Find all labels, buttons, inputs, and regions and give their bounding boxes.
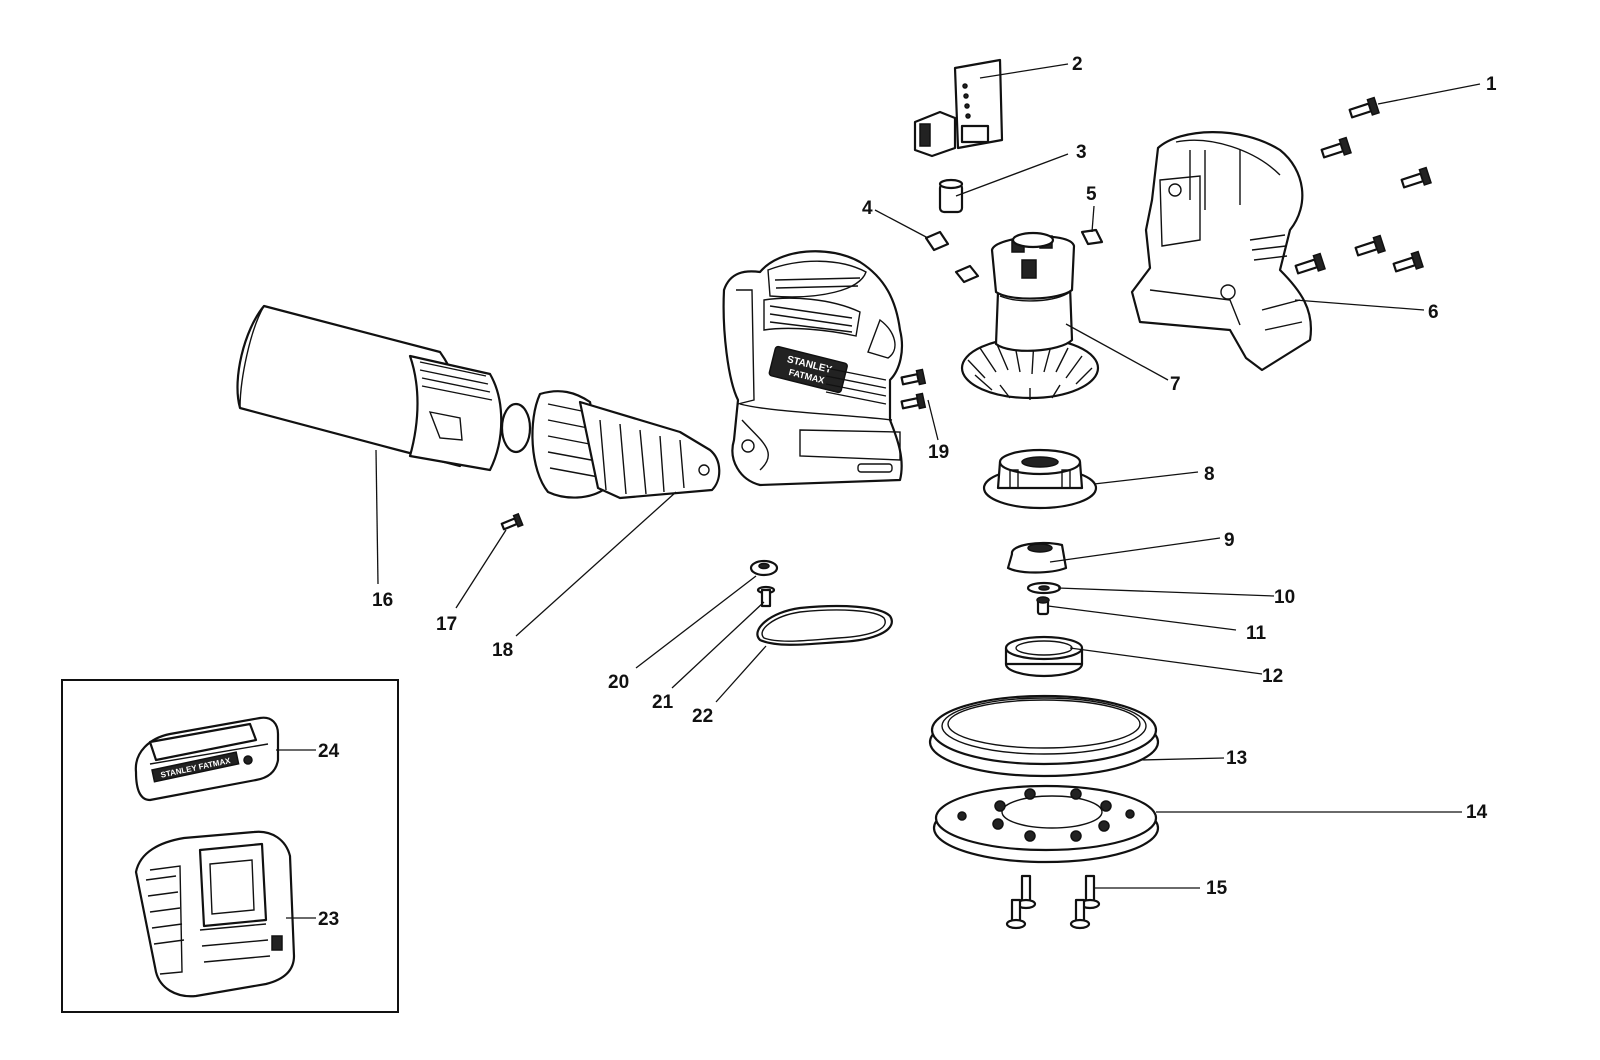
callout-24: 24 (318, 741, 340, 762)
callout-12: 12 (1262, 666, 1283, 687)
part-13-dust-seal (928, 694, 1160, 778)
callout-16: 16 (372, 590, 393, 611)
part-9-counterweight (1006, 541, 1068, 574)
part-24-battery: STANLEY FATMAX (134, 716, 280, 802)
callout-1: 1 (1486, 74, 1497, 95)
callout-15: 15 (1206, 878, 1228, 899)
callout-7: 7 (1170, 374, 1181, 395)
part-7-motor (960, 231, 1100, 400)
part-8-bearing-housing (982, 448, 1098, 510)
part-10-washer (1026, 581, 1062, 595)
part-16-dust-canister (236, 304, 503, 472)
callout-2: 2 (1072, 54, 1083, 75)
callout-13: 13 (1226, 748, 1247, 769)
part-19-screws (900, 368, 927, 410)
part-22-belt (756, 604, 893, 646)
part-3-bushing (938, 178, 964, 214)
callout-17: 17 (436, 614, 457, 635)
callout-11: 11 (1246, 623, 1267, 644)
callout-5: 5 (1086, 184, 1097, 205)
part-17-screw (500, 512, 524, 531)
accessories-inset: STANLEY FATMAX (61, 679, 399, 1013)
part-21-screw (756, 585, 776, 608)
callout-3: 3 (1076, 142, 1087, 163)
callout-10: 10 (1274, 587, 1295, 608)
part-14-sanding-pad (932, 784, 1160, 864)
callout-6: 6 (1428, 302, 1439, 323)
callout-8: 8 (1204, 464, 1215, 485)
part-2-circuit-board (913, 58, 1004, 158)
part-1-screws (1294, 96, 1432, 275)
part-6-housing-half (1130, 131, 1313, 372)
part-5-brush (1080, 228, 1104, 246)
callout-14: 14 (1466, 802, 1488, 823)
part-18-dust-adapter (500, 390, 721, 500)
part-23-charger (134, 830, 296, 998)
callout-numbers: 1 2 3 4 5 6 7 8 9 10 11 12 13 14 15 16 1… (318, 54, 1497, 930)
part-4-brush (924, 230, 980, 284)
callout-4: 4 (862, 198, 873, 219)
callout-22: 22 (692, 706, 713, 727)
part-15-pad-screws (1005, 874, 1101, 930)
sander-body-shell: STANLEY FATMAX (722, 250, 904, 487)
callout-21: 21 (652, 692, 674, 713)
leader-lines (276, 63, 1481, 919)
part-12-bearing-cup (1004, 635, 1084, 678)
part-20-nut (749, 559, 779, 577)
callout-19: 19 (928, 442, 949, 463)
callout-18: 18 (492, 640, 513, 661)
callout-9: 9 (1224, 530, 1235, 551)
callout-20: 20 (608, 672, 629, 693)
part-11-screw (1036, 596, 1050, 616)
callout-23: 23 (318, 909, 339, 930)
